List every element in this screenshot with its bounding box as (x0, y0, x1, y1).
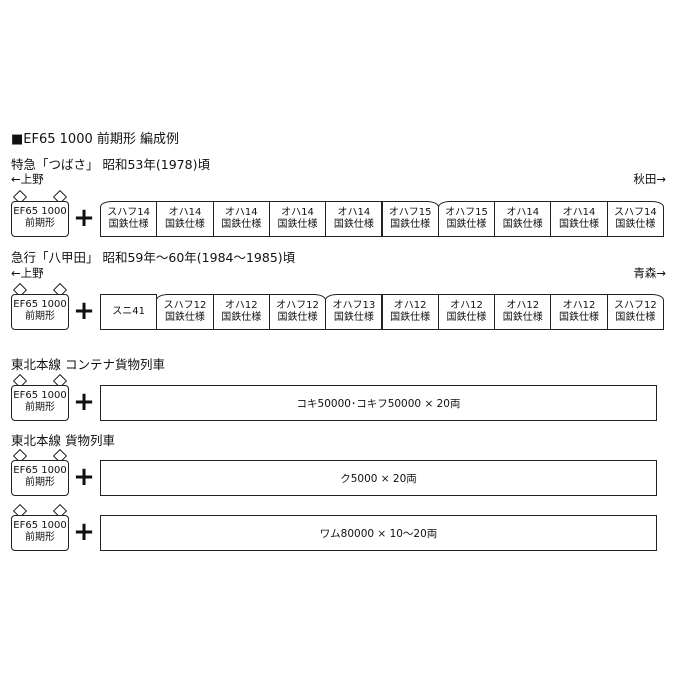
coach-car: スニ41 (100, 294, 158, 330)
car-type: スハフ14 (613, 207, 657, 218)
car-spec: 国鉄仕様 (333, 312, 374, 323)
direction-right: 青森→ (633, 266, 666, 280)
car-spec: 国鉄仕様 (446, 219, 487, 230)
car-spec: 国鉄仕様 (559, 219, 600, 230)
direction-left: ←上野 (11, 172, 44, 186)
plus-sign: + (73, 296, 95, 326)
locomotive-variant: 前期形 (25, 311, 55, 322)
locomotive-variant: 前期形 (25, 218, 55, 229)
section-heading: 東北本線 貨物列車 (11, 433, 115, 448)
car-spec: 国鉄仕様 (615, 312, 656, 323)
car-spec: 国鉄仕様 (390, 312, 431, 323)
plus-sign: + (73, 462, 95, 492)
car-type: オハ12 (506, 300, 540, 311)
plus-sign: + (73, 517, 95, 547)
plus-sign: + (73, 203, 95, 233)
car-spec: 国鉄仕様 (277, 312, 318, 323)
car-type: オハ14 (281, 207, 314, 218)
direction-left: ←上野 (11, 266, 44, 280)
car-type: オハ12 (393, 300, 427, 311)
car-spec: 国鉄仕様 (108, 219, 149, 230)
freight-cars: ク5000 × 20両 (100, 460, 657, 496)
car-type: オハ12 (224, 300, 258, 311)
car-spec: 国鉄仕様 (502, 219, 543, 230)
section-heading: 急行「八甲田」 昭和59年〜60年(1984〜1985)頃 (11, 250, 296, 265)
car-type: スハフ12 (163, 300, 207, 311)
car-type: オハフ12 (276, 300, 319, 311)
car-spec: 国鉄仕様 (446, 312, 487, 323)
locomotive-model: EF65 1000 (13, 520, 67, 531)
page-title: ■EF65 1000 前期形 編成例 (11, 132, 179, 147)
car-type: スニ41 (112, 306, 146, 317)
car-spec: 国鉄仕様 (502, 312, 543, 323)
section-heading: 特急「つばさ」 昭和53年(1978)頃 (11, 157, 210, 172)
locomotive-variant: 前期形 (25, 477, 55, 488)
car-type: オハ14 (224, 207, 258, 218)
car-type: オハ14 (168, 207, 202, 218)
car-type: オハ12 (450, 300, 483, 311)
car-type: オハ14 (562, 207, 596, 218)
plus-sign: + (73, 387, 95, 417)
car-type: オハフ15 (388, 207, 432, 218)
car-type: オハ14 (337, 207, 371, 218)
locomotive-variant: 前期形 (25, 532, 55, 543)
car-spec: 国鉄仕様 (559, 312, 600, 323)
freight-cars: ワム80000 × 10〜20両 (100, 515, 657, 551)
locomotive-model: EF65 1000 (13, 299, 67, 310)
locomotive-variant: 前期形 (25, 402, 55, 413)
locomotive-model: EF65 1000 (13, 390, 67, 401)
car-spec: 国鉄仕様 (277, 219, 318, 230)
freight-cars: コキ50000･コキフ50000 × 20両 (100, 385, 657, 421)
car-spec: 国鉄仕様 (221, 219, 262, 230)
car-type: オハフ13 (332, 300, 376, 311)
locomotive-model: EF65 1000 (13, 206, 67, 217)
car-type: オハフ15 (445, 207, 488, 218)
car-spec: 国鉄仕様 (333, 219, 374, 230)
car-spec: 国鉄仕様 (615, 219, 656, 230)
car-spec: 国鉄仕様 (221, 312, 262, 323)
direction-right: 秋田→ (633, 172, 666, 186)
car-spec: 国鉄仕様 (164, 219, 205, 230)
locomotive-model: EF65 1000 (13, 465, 67, 476)
car-type: オハ14 (506, 207, 540, 218)
section-heading: 東北本線 コンテナ貨物列車 (11, 357, 165, 372)
car-spec: 国鉄仕様 (164, 312, 205, 323)
car-type: オハ12 (562, 300, 596, 311)
car-type: スハフ12 (613, 300, 657, 311)
car-spec: 国鉄仕様 (390, 219, 431, 230)
car-type: スハフ14 (107, 207, 151, 218)
